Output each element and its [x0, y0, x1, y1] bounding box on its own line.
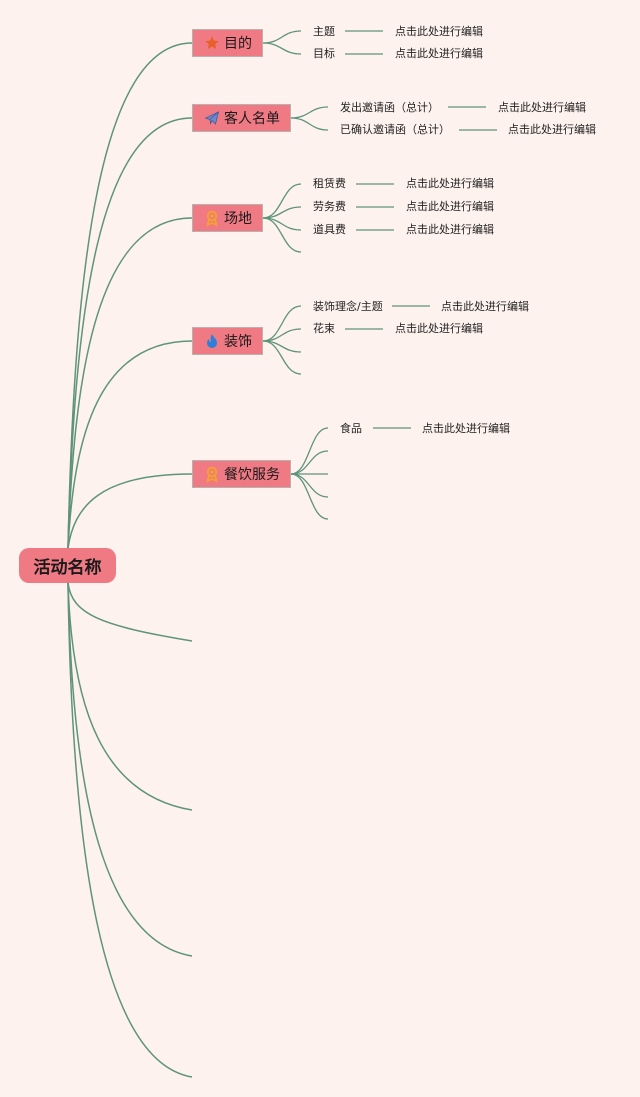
branch-line: [67, 42, 193, 549]
subtopic-line: [262, 30, 302, 44]
subtopic-label[interactable]: 已确认邀请函（总计）: [340, 123, 450, 136]
empty-branch-line: [67, 582, 193, 1078]
subtopic-value[interactable]: 点击此处进行编辑: [508, 123, 596, 136]
subtopic-value[interactable]: 点击此处进行编辑: [498, 101, 586, 114]
topic-label: 场地: [224, 211, 252, 227]
subtopic-line: [262, 183, 302, 219]
empty-branch-line: [67, 582, 193, 811]
subtopic-value[interactable]: 点击此处进行编辑: [406, 223, 494, 236]
topic-decoration[interactable]: 装饰: [192, 327, 263, 355]
topic-catering[interactable]: 餐饮服务: [192, 460, 291, 488]
subtopic-line: [262, 42, 302, 55]
subtopic-line: [290, 117, 329, 131]
topic-label: 装饰: [224, 334, 252, 350]
topic-label: 餐饮服务: [224, 467, 280, 483]
subtopic-label[interactable]: 劳务费: [313, 200, 346, 213]
subtopic-value[interactable]: 点击此处进行编辑: [395, 25, 483, 38]
branch-line: [67, 340, 193, 549]
root-label: 活动名称: [33, 558, 102, 578]
subtopic-line: [262, 340, 302, 375]
subtopic-value[interactable]: 点击此处进行编辑: [406, 177, 494, 190]
subtopic-label[interactable]: 主题: [313, 25, 335, 38]
paper-plane-icon: [203, 110, 220, 127]
empty-branch-line: [67, 582, 193, 642]
subtopic-label[interactable]: 花束: [313, 322, 335, 335]
subtopic-line: [262, 305, 302, 342]
branch-line: [67, 117, 193, 549]
subtopic-label[interactable]: 食品: [340, 422, 362, 435]
subtopic-value[interactable]: 点击此处进行编辑: [395, 322, 483, 335]
topic-guest-list[interactable]: 客人名单: [192, 104, 291, 132]
subtopic-line: [290, 473, 329, 520]
subtopic-label[interactable]: 装饰理念/主题: [313, 300, 383, 313]
subtopic-label[interactable]: 发出邀请函（总计）: [340, 101, 439, 114]
subtopic-label[interactable]: 目标: [313, 47, 335, 60]
branch-line: [67, 217, 193, 549]
subtopic-value[interactable]: 点击此处进行编辑: [395, 47, 483, 60]
subtopic-value[interactable]: 点击此处进行编辑: [441, 300, 529, 313]
award-ribbon-icon: [203, 466, 220, 483]
subtopic-line: [290, 450, 329, 475]
topic-label: 目的: [224, 36, 252, 52]
topic-goal[interactable]: 目的: [192, 29, 263, 57]
subtopic-value[interactable]: 点击此处进行编辑: [406, 200, 494, 213]
topic-venue[interactable]: 场地: [192, 204, 263, 232]
branch-line: [67, 473, 193, 549]
subtopic-line: [262, 217, 302, 253]
empty-branch-line: [67, 582, 193, 957]
subtopic-line: [290, 427, 329, 475]
subtopic-label[interactable]: 道具费: [313, 223, 346, 236]
topic-label: 客人名单: [224, 111, 280, 127]
flame-icon: [203, 333, 220, 350]
subtopic-label[interactable]: 租赁费: [313, 177, 346, 190]
subtopic-line: [290, 106, 329, 119]
subtopic-value[interactable]: 点击此处进行编辑: [422, 422, 510, 435]
root-node[interactable]: 活动名称: [19, 548, 116, 583]
star-icon: [203, 35, 220, 52]
subtopic-line: [290, 473, 329, 498]
award-ribbon-icon: [203, 210, 220, 227]
